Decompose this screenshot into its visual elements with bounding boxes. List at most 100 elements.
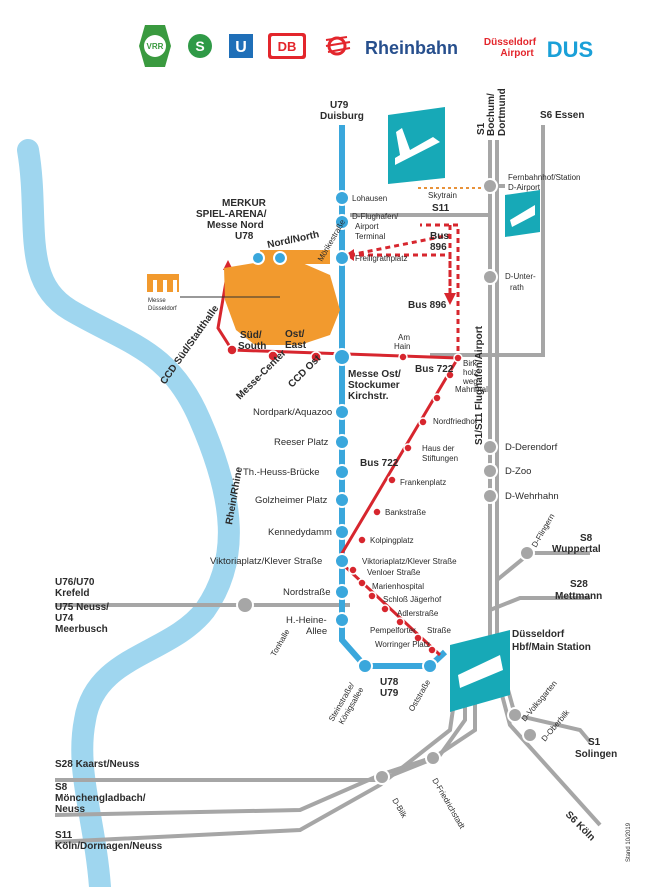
label-mettmann: Mettmann bbox=[555, 591, 602, 602]
label-bus896-c: Bus 896 bbox=[408, 300, 447, 311]
label-volksgarten: D-Volksgarten bbox=[520, 679, 559, 723]
label-birk3: weg bbox=[462, 377, 478, 386]
bus-lines bbox=[349, 223, 460, 360]
label-s8: S8 bbox=[580, 533, 593, 544]
label-s11-koeln1: S11 bbox=[55, 830, 73, 841]
s8-wuppertal-line bbox=[495, 551, 590, 582]
label-am-hain1: Am bbox=[398, 333, 410, 342]
messe-icon-label2: Düsseldorf bbox=[148, 306, 177, 312]
label-airport: Airport bbox=[355, 222, 379, 231]
rhine-river bbox=[17, 139, 240, 887]
db-logo: DB bbox=[268, 33, 306, 59]
label-heine1: H.-Heine- bbox=[286, 615, 327, 626]
label-pempelforter: Pempelforter bbox=[370, 626, 416, 635]
label-u76: U76/U70 bbox=[55, 577, 95, 588]
label-nordstrasse: Nordstraße bbox=[283, 587, 331, 598]
label-bilk: D-Bilk bbox=[390, 797, 409, 821]
label-bankstrasse: Bankstraße bbox=[385, 508, 426, 517]
label-messe-ost3: Kirchstr. bbox=[348, 391, 389, 402]
label-bus722-b: Bus 722 bbox=[360, 458, 399, 469]
label-dortmund: Dortmund bbox=[497, 88, 508, 136]
s6-essen-line bbox=[430, 125, 545, 357]
label-bochum: Bochum/ bbox=[486, 93, 497, 136]
train-icon-hbf bbox=[450, 630, 510, 712]
label-solingen: Solingen bbox=[575, 749, 617, 760]
bus-896-arrow bbox=[444, 293, 456, 305]
label-duisburg: Duisburg bbox=[320, 111, 364, 122]
label-s28: S28 bbox=[570, 579, 588, 590]
label-haus1: Haus der bbox=[422, 444, 455, 453]
label-bus722-a: Bus 722 bbox=[415, 364, 454, 375]
u-logo-text: U bbox=[235, 39, 247, 56]
label-s8-mg1: S8 bbox=[55, 782, 68, 793]
label-u79: U79 bbox=[380, 688, 399, 699]
label-s8-mg2: Mönchengladbach/ bbox=[55, 793, 146, 804]
label-s11-koeln2: Köln/Dormagen/Neuss bbox=[55, 841, 163, 852]
label-haus2: Stiftungen bbox=[422, 454, 458, 463]
label-stand: Stand 10/2019 bbox=[626, 822, 632, 862]
dus-logo-text: DUS bbox=[547, 37, 593, 62]
label-lohausen: Lohausen bbox=[352, 194, 387, 203]
label-tonhalle: Tonhalle bbox=[269, 627, 292, 658]
db-logo-text: DB bbox=[278, 39, 297, 54]
label-d-airport: D-Airport bbox=[508, 183, 541, 192]
label-merkur3: Messe Nord bbox=[207, 220, 264, 231]
label-d-flughafen: D-Flughafen/ bbox=[352, 212, 399, 221]
vrr-logo-text: VRR bbox=[147, 42, 164, 51]
label-golzheimer: Golzheimer Platz bbox=[255, 495, 328, 506]
label-nordfriedhof: Nordfriedhof bbox=[433, 417, 478, 426]
label-messe-ost2: Stockumer bbox=[348, 380, 400, 391]
label-hbf2: Hbf/Main Station bbox=[512, 642, 591, 653]
label-adlerstrasse: Adlerstraße bbox=[397, 609, 439, 618]
label-heuss: Th.-Heuss-Brücke bbox=[243, 467, 320, 478]
bus-arrow-left bbox=[345, 249, 354, 261]
label-terminal: Terminal bbox=[355, 232, 385, 241]
label-d-derendorf: D-Derendorf bbox=[505, 442, 558, 453]
label-u79-top: U79 bbox=[330, 100, 349, 111]
label-merkur1: MERKUR bbox=[222, 198, 267, 209]
label-kolpingplatz: Kolpingplatz bbox=[370, 536, 414, 545]
label-hbf1: Düsseldorf bbox=[512, 629, 565, 640]
s-stations bbox=[236, 178, 538, 785]
label-s1-s11-flughafen: S1/S11 Flughafen/Airport bbox=[474, 325, 485, 445]
label-nord: Nord/North bbox=[266, 229, 320, 251]
label-skytrain: Skytrain bbox=[428, 191, 457, 200]
label-s8-mg3: Neuss bbox=[55, 804, 85, 815]
label-fernbahnhof: Fernbahnhof/Station bbox=[508, 173, 581, 182]
label-merkur2: SPIEL-ARENA/ bbox=[196, 209, 267, 220]
label-merkur4: U78 bbox=[235, 231, 254, 242]
label-ccd-ost: CCD Ost bbox=[286, 353, 323, 390]
label-s6-essen: S6 Essen bbox=[540, 110, 584, 121]
airport-logo-line1: Düsseldorf bbox=[484, 37, 537, 48]
label-heine2: Allee bbox=[306, 626, 327, 637]
label-schloss: Schloß Jägerhof bbox=[383, 595, 442, 604]
vrr-logo: VRR bbox=[139, 25, 171, 67]
label-u78: U78 bbox=[380, 677, 399, 688]
label-south: South bbox=[238, 341, 266, 352]
label-friedrichstadt: D-Friedrichstadt bbox=[430, 777, 467, 831]
label-d-unterrath2: rath bbox=[510, 283, 524, 292]
label-messe-center: Messe-Center bbox=[234, 348, 288, 402]
label-meerbusch: Meerbusch bbox=[55, 624, 108, 635]
label-bus896-b: 896 bbox=[430, 242, 447, 253]
logo-bar: VRR S U DB Rheinbahn Düsseldorf Airport … bbox=[139, 25, 593, 67]
label-d-zoo: D-Zoo bbox=[505, 466, 531, 477]
u-bahn-logo: U bbox=[229, 34, 253, 58]
rheinbahn-logo-text: Rheinbahn bbox=[365, 38, 458, 58]
label-ost: Ost/ bbox=[285, 329, 305, 340]
s-bahn-logo: S bbox=[188, 34, 212, 58]
label-sued: Süd/ bbox=[240, 330, 262, 341]
u-stations bbox=[251, 190, 438, 674]
label-frankenplatz: Frankenplatz bbox=[400, 478, 446, 487]
label-mahnmal: Mahnmal bbox=[455, 385, 488, 394]
label-kennedydamm: Kennedydamm bbox=[268, 527, 332, 538]
label-venloer: Venloer Straße bbox=[367, 568, 421, 577]
label-d-wehrhahn: D-Wehrhahn bbox=[505, 491, 559, 502]
label-viktoriaplatz-bus: Viktoriaplatz/Klever Straße bbox=[362, 557, 457, 566]
label-s1-top: S1 bbox=[476, 122, 487, 135]
label-oststrasse: Oststraße bbox=[407, 678, 433, 713]
label-s11: S11 bbox=[432, 203, 450, 214]
label-east: East bbox=[285, 340, 307, 351]
label-viktoriaplatz: Viktoriaplatz/Klever Straße bbox=[210, 556, 322, 567]
airplane-icon bbox=[388, 107, 445, 184]
